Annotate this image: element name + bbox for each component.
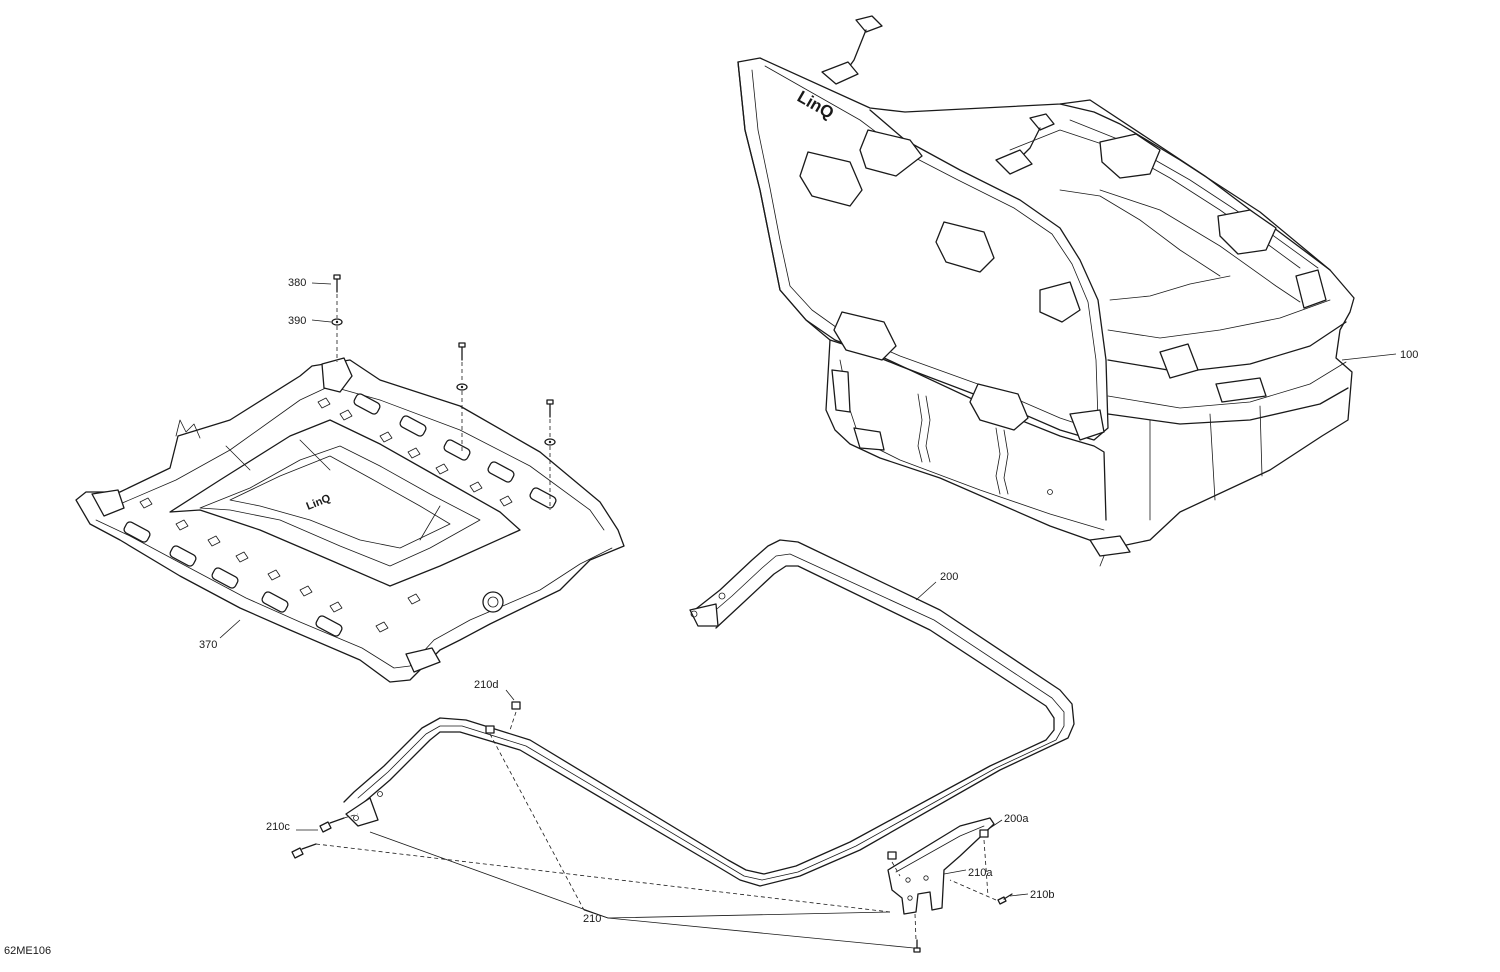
part-210d-nut[interactable]	[485, 701, 521, 734]
part-370-base-plate[interactable]: LinQ	[75, 357, 625, 683]
part-200a-nut[interactable]	[887, 829, 989, 860]
part-210c-bolt[interactable]	[291, 817, 345, 859]
callout-390: 390	[288, 315, 306, 327]
part-210b-bolt[interactable]	[913, 893, 1013, 953]
part-210a-bracket[interactable]	[887, 817, 995, 915]
callout-210d: 210d	[474, 679, 498, 691]
part-390-washers[interactable]	[331, 318, 556, 446]
part-380-screws[interactable]	[333, 274, 554, 418]
callout-200a: 200a	[1004, 813, 1029, 825]
callout-210c: 210c	[266, 821, 290, 833]
part-200-frame-bar[interactable]	[343, 539, 1075, 887]
callout-210a: 210a	[968, 867, 993, 879]
drawing-code: 62ME106	[4, 945, 51, 957]
callout-210: 210	[583, 913, 601, 925]
callout-100: 100	[1400, 349, 1418, 361]
callout-200: 200	[940, 571, 958, 583]
callout-380: 380	[288, 277, 306, 289]
callout-370: 370	[199, 639, 217, 651]
callout-210b: 210b	[1030, 889, 1054, 901]
part-100-storage-box[interactable]: LinQ	[737, 15, 1355, 567]
